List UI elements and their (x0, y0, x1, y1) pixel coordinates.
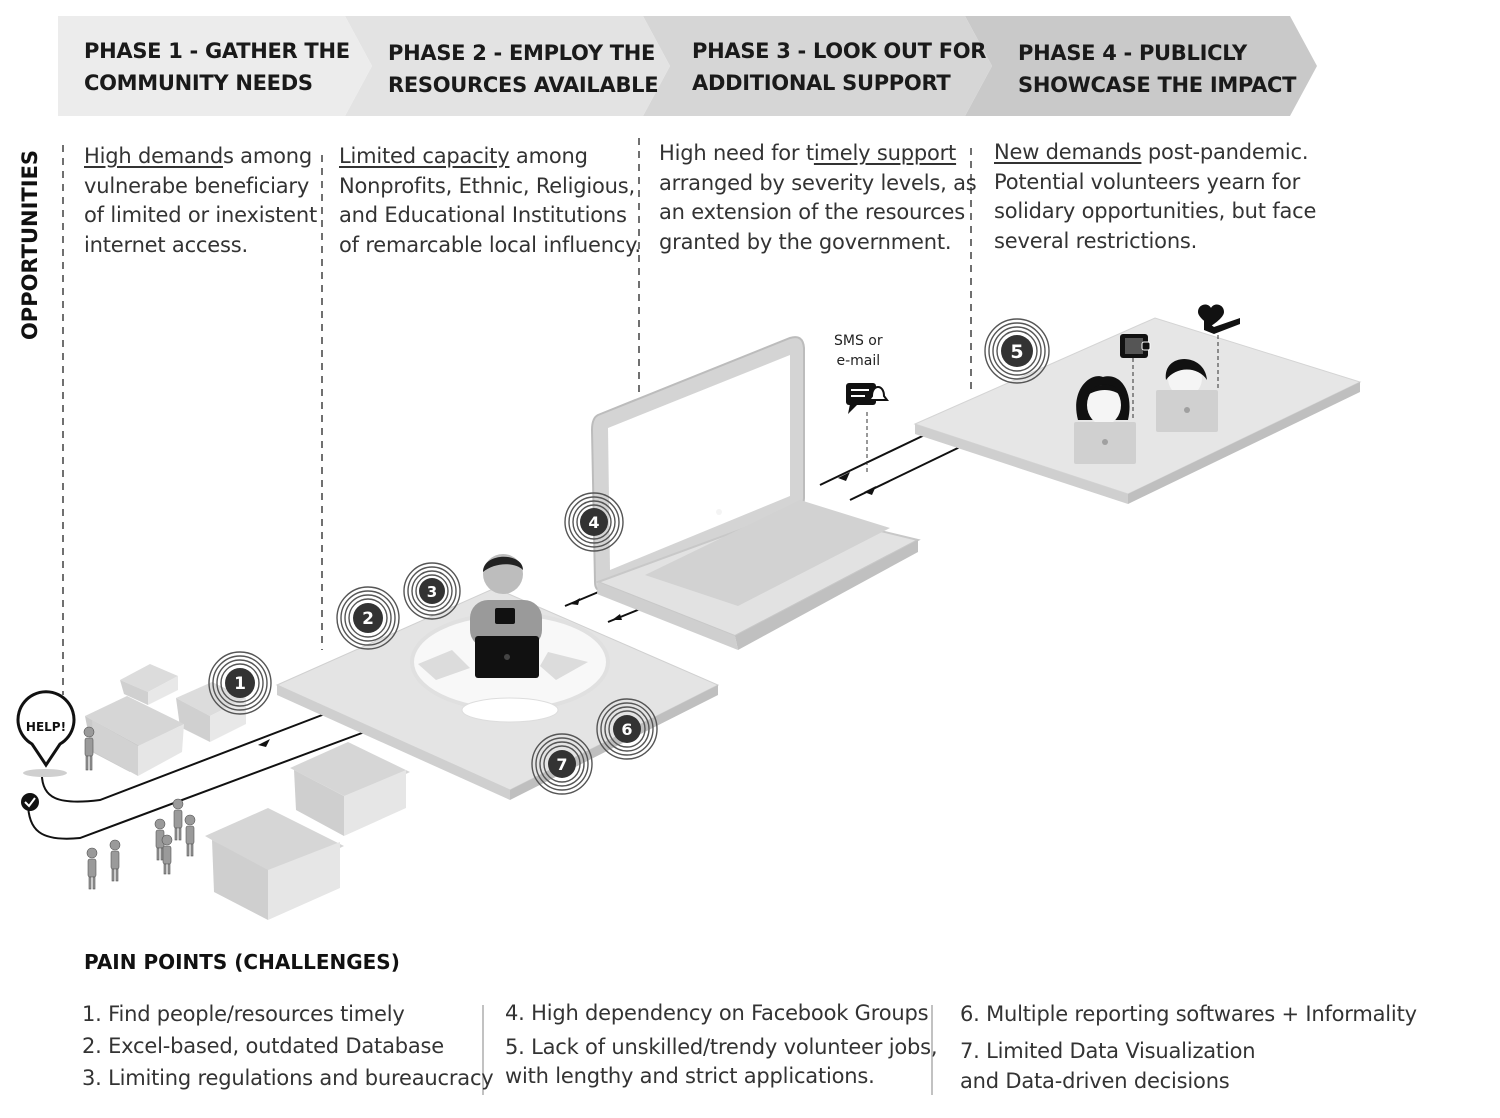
wallet-icon (1120, 334, 1151, 358)
phase4-platform (913, 317, 1362, 504)
pain-point-7-cont: and Data-driven decisions (960, 1069, 1230, 1093)
house-icon (120, 664, 178, 705)
step-marker-4 (564, 492, 624, 552)
phase-banner (58, 16, 1317, 116)
pain-points-title: PAIN POINTS (CHALLENGES) (84, 950, 400, 974)
step-marker-5-label: 5 (1010, 341, 1023, 363)
step-marker-3 (403, 562, 461, 620)
opportunity-2: Limited capacity among Nonprofits, Ethni… (339, 144, 641, 257)
pain-point-5-cont: with lengthy and strict applications. (505, 1064, 875, 1088)
step-marker-5 (984, 318, 1050, 384)
community-people (83, 726, 196, 890)
step-marker-7-label: 7 (556, 755, 567, 774)
opportunities-label: OPPORTUNITIES (18, 149, 42, 341)
person-figure (109, 839, 121, 882)
house-icon (205, 808, 344, 920)
opportunity-4: New demands post-pandemic. Potential vol… (994, 140, 1317, 253)
pain-point-7: 7. Limited Data Visualization (960, 1039, 1256, 1063)
pain-point-2: 2. Excel-based, outdated Database (82, 1034, 445, 1058)
house-icon (85, 696, 184, 776)
phase-chevron-3 (643, 16, 992, 116)
volunteer-man (1156, 359, 1218, 432)
opportunity-3: High need for timely support arranged by… (659, 141, 977, 254)
flow-paths (27, 429, 963, 840)
phase-separators (62, 138, 972, 695)
pain-point-separators (482, 1005, 933, 1095)
step-marker-1 (208, 651, 272, 715)
step-marker-7 (531, 733, 593, 795)
pain-point-6: 6. Multiple reporting softwares + Inform… (960, 1002, 1417, 1026)
house-icon (290, 742, 410, 836)
laptop-keyboard (645, 500, 890, 606)
volunteer-woman (1074, 376, 1136, 464)
step-marker-1-label: 1 (234, 674, 246, 694)
step-marker-6 (596, 698, 658, 760)
person-figure (154, 818, 166, 861)
person-figure (172, 798, 184, 841)
remote-volunteers (1074, 304, 1240, 464)
step-marker-4-label: 4 (588, 513, 599, 532)
volunteer-figure (470, 554, 542, 678)
step-markers (208, 318, 1050, 795)
phase2-platform (275, 587, 720, 800)
pain-point-4: 4. High dependency on Facebook Groups (505, 1001, 929, 1025)
phase-chevron-4 (965, 16, 1317, 116)
help-pin (16, 690, 76, 811)
person-figure (184, 814, 196, 857)
step-marker-3-label: 3 (427, 583, 437, 601)
person-figure (83, 726, 95, 771)
step-marker-2 (336, 586, 400, 650)
step-marker-labels: 1 2 3 4 5 6 7 (234, 341, 1024, 774)
step-marker-6-label: 6 (621, 720, 632, 739)
phase-chevron-1 (58, 16, 372, 116)
help-label: HELP! (26, 720, 66, 734)
sms-email-icon (846, 383, 889, 472)
opportunity-1: High demands among vulnerabe beneficiary… (84, 144, 317, 257)
heart-hand-icon (1198, 304, 1240, 334)
person-figure (161, 834, 173, 875)
pain-point-1: 1. Find people/resources timely (82, 1002, 405, 1026)
phase-chevron-2 (345, 16, 670, 116)
pain-point-3: 3. Limiting regulations and bureaucracy (82, 1066, 494, 1090)
step-marker-2-label: 2 (362, 609, 374, 629)
pain-point-5: 5. Lack of unskilled/trendy volunteer jo… (505, 1035, 938, 1059)
laptop-illustration (590, 336, 921, 650)
person-figure (86, 847, 98, 890)
